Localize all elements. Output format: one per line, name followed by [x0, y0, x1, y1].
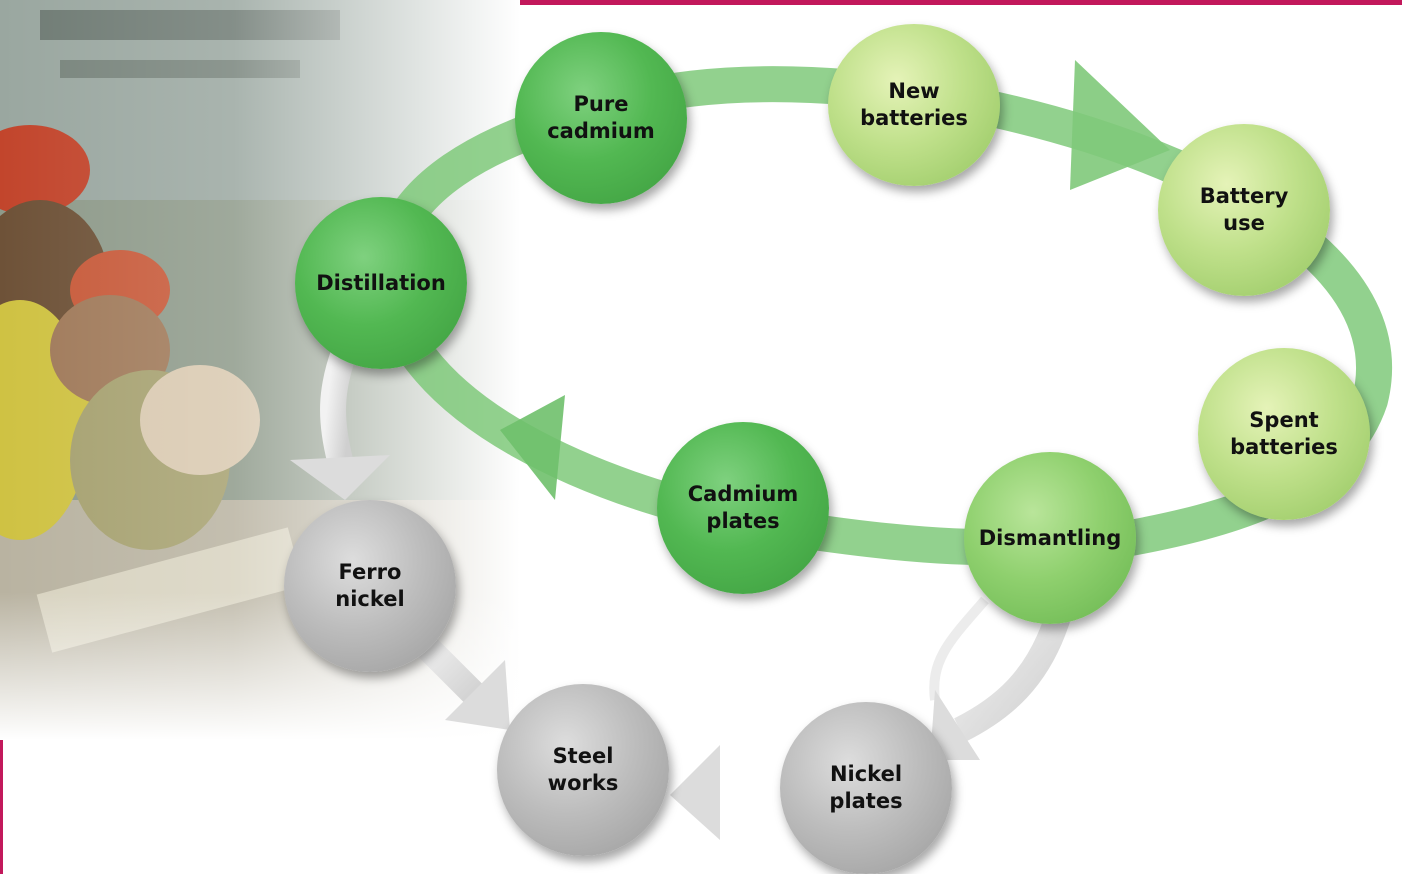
arrow-head-nickel-steel — [670, 745, 720, 840]
ferro-to-steel-arrow — [410, 630, 490, 710]
node-spent-batteries: Spent batteries — [1198, 348, 1370, 520]
arrow-head-distillation-ferro — [290, 455, 390, 500]
node-new-batteries: New batteries — [828, 24, 1000, 186]
arrow-head-ferro-steel — [445, 660, 510, 730]
node-dismantling: Dismantling — [964, 452, 1136, 624]
dismantling-to-nickel-arrow — [954, 606, 1073, 742]
arrow-head-right — [1070, 60, 1170, 190]
node-distillation: Distillation — [295, 197, 467, 369]
node-cadmium-plates: Cadmium plates — [657, 422, 829, 594]
node-ferro-nickel: Ferro nickel — [284, 500, 456, 672]
arrow-head-dismantling-nickel — [930, 690, 980, 760]
node-battery-use: Battery use — [1158, 124, 1330, 296]
node-steel-works: Steel works — [497, 684, 669, 856]
arrow-head-left — [500, 395, 565, 500]
top-border — [0, 0, 1402, 5]
dismantling-to-nickel-arrow-thin — [929, 596, 989, 701]
node-nickel-plates: Nickel plates — [780, 702, 952, 874]
node-pure-cadmium: Pure cadmium — [515, 32, 687, 204]
distillation-to-ferro-arrow — [320, 345, 358, 464]
